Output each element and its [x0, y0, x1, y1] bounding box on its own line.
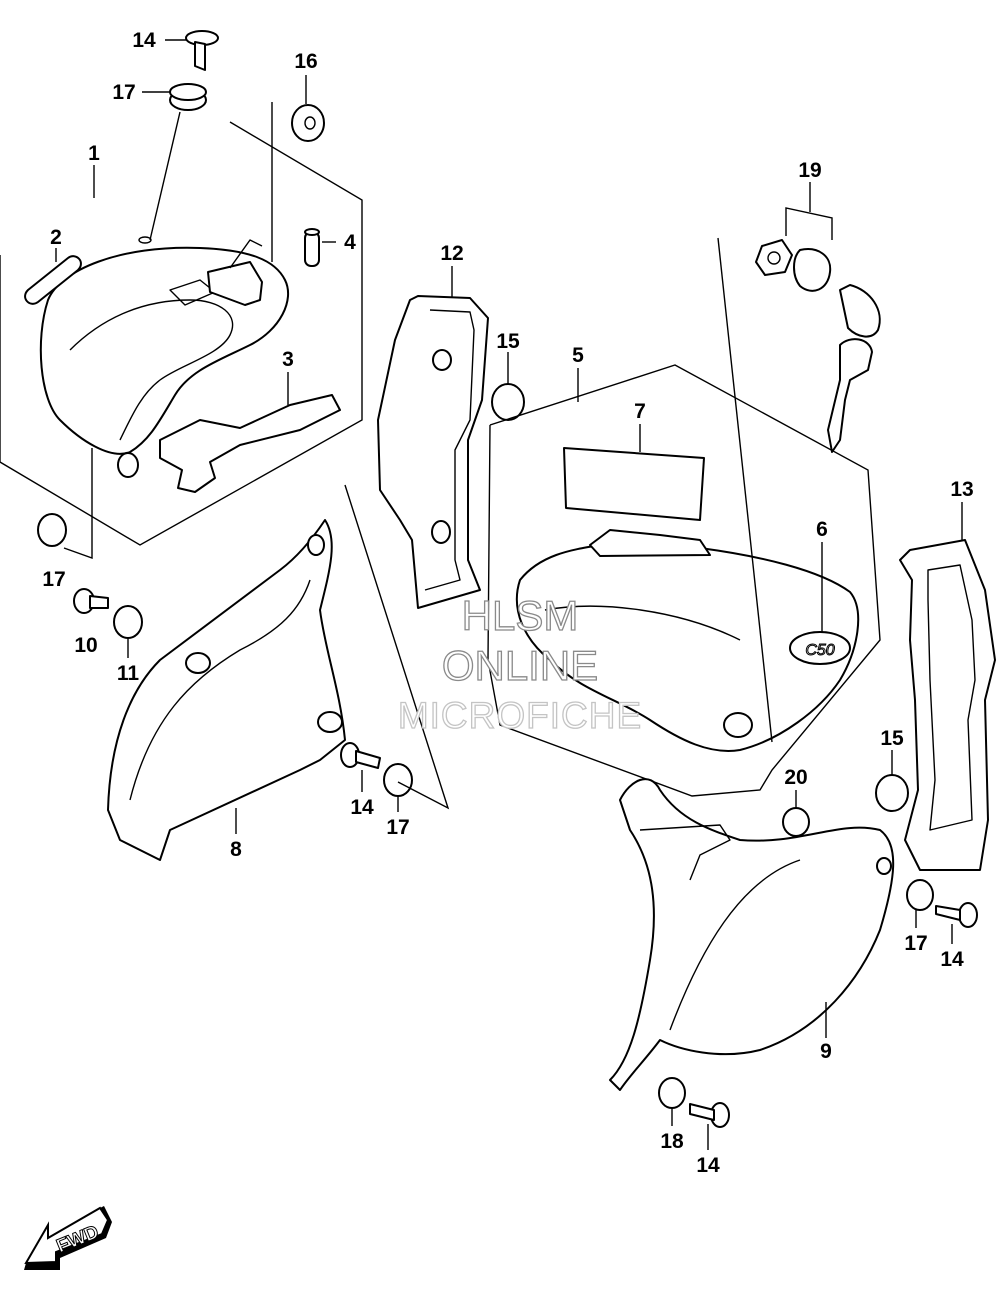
callout-4: 4 — [344, 231, 356, 254]
grommet-right — [906, 879, 934, 911]
guide-12 — [344, 484, 450, 810]
bolt-14-right — [935, 902, 978, 928]
callout-13: 13 — [950, 478, 973, 501]
callout-17-right: 17 — [904, 932, 927, 955]
callout-3: 3 — [282, 348, 294, 371]
bracket-plate — [159, 394, 341, 493]
bolt-14-mid — [340, 742, 381, 769]
rubber-strip — [24, 255, 82, 305]
callout-16: 16 — [294, 50, 317, 73]
callout-20: 20 — [784, 766, 807, 789]
grommet-15-upper — [491, 383, 525, 421]
watermark-line-1: HLSM — [462, 592, 579, 639]
callout-15-upper: 15 — [496, 330, 520, 353]
callout-10: 10 — [74, 634, 97, 657]
callout-6: 6 — [816, 518, 828, 541]
callout-14-bottom: 14 — [696, 1154, 720, 1177]
assembly-outline-1 — [0, 121, 363, 546]
leader-19 — [785, 207, 833, 240]
callout-9: 9 — [820, 1040, 832, 1063]
callout-5: 5 — [572, 344, 584, 367]
callout-17-mid: 17 — [386, 816, 409, 839]
grommet-top — [169, 83, 207, 111]
callout-14-mid: 14 — [350, 796, 374, 819]
leader-17-left — [63, 448, 93, 559]
callout-2: 2 — [50, 226, 62, 249]
front-cover — [515, 529, 860, 752]
bracket-right — [899, 539, 996, 871]
grommet-16 — [291, 104, 325, 142]
collar — [304, 228, 320, 267]
watermark-line-2: ONLINE — [442, 642, 598, 689]
callout-19: 19 — [798, 159, 821, 182]
grommet-18 — [658, 1077, 686, 1109]
assembly-outline-5 — [487, 364, 881, 797]
emblem-text: C50 — [805, 642, 834, 659]
guide-19 — [717, 237, 773, 743]
grommet-15-lower — [875, 774, 909, 812]
grommet-mid — [383, 763, 413, 797]
callout-15-lower: 15 — [880, 727, 904, 750]
watermark-line-3: MICROFICHE — [398, 695, 642, 736]
lower-cover-right — [609, 778, 895, 1091]
damper-20 — [782, 807, 810, 837]
fwd-arrow-icon: FWD — [24, 1206, 112, 1270]
callout-8: 8 — [230, 838, 242, 861]
bolt-10 — [73, 588, 109, 614]
callout-11: 11 — [117, 662, 140, 685]
grommet-11 — [113, 605, 143, 639]
callout-14-top: 14 — [132, 29, 156, 52]
bracket-left — [377, 295, 489, 609]
callout-17-left: 17 — [42, 568, 65, 591]
caution-label — [563, 447, 705, 521]
lower-cover-left — [107, 519, 346, 861]
callout-18: 18 — [660, 1130, 684, 1153]
bolt-14-bottom — [689, 1102, 730, 1128]
callout-14-right: 14 — [940, 948, 964, 971]
callout-7: 7 — [634, 400, 646, 423]
frame-cover-left — [39, 236, 290, 478]
callout-1: 1 — [88, 142, 100, 165]
key-lock-set — [755, 239, 881, 453]
screw-top — [185, 30, 219, 71]
grommet-left — [37, 513, 67, 547]
callout-17-top: 17 — [112, 81, 135, 104]
leader-17-top-down — [149, 111, 181, 241]
callout-12: 12 — [440, 242, 463, 265]
